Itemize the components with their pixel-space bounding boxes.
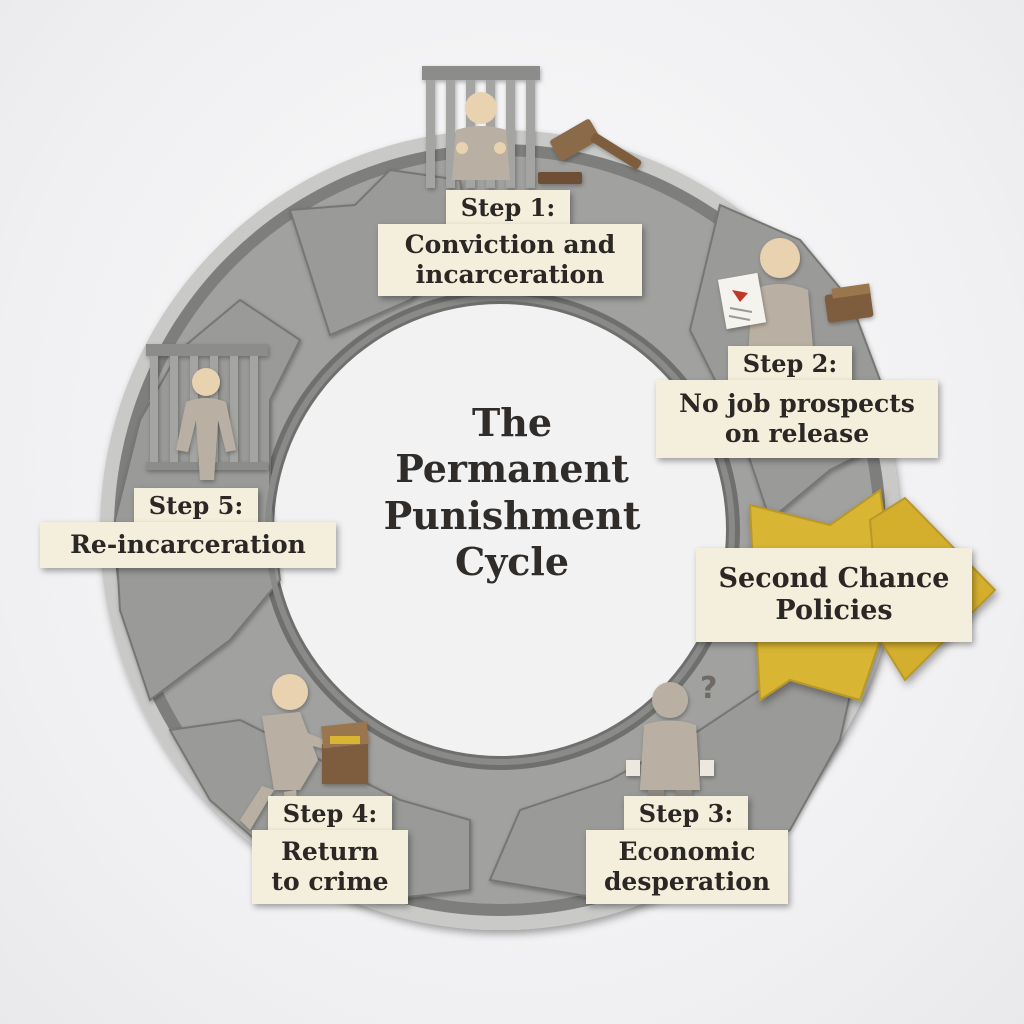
second-chance-line-2: Policies — [775, 595, 893, 626]
step-2-line-2: on release — [724, 419, 870, 448]
title-line-2: Permanent — [395, 446, 629, 492]
step-2-description: No job prospects on release — [656, 380, 938, 458]
second-chance-label: Second Chance Policies — [696, 548, 972, 642]
question-mark-icon: ? — [700, 671, 717, 706]
step-4-line-1: Return — [281, 837, 379, 866]
title-line-1: The — [471, 400, 553, 445]
cash-box-icon — [320, 721, 370, 784]
step-5-title: Step 5: — [134, 488, 258, 524]
title-line-3: Punishment — [383, 492, 641, 538]
prisoner-figure-2 — [176, 368, 236, 480]
gavel-icon — [538, 119, 642, 184]
step-5-description: Re-incarceration — [40, 522, 336, 568]
step-1-description: Conviction and incarceration — [378, 224, 642, 296]
diagram-title: The Permanent Punishment Cycle — [330, 400, 694, 585]
prisoner-figure-1 — [452, 92, 510, 180]
job-seeker-figure — [748, 238, 814, 360]
wallet-icon — [824, 283, 874, 323]
step-4-title: Step 4: — [268, 796, 392, 832]
step-3-line-1: Economic — [618, 837, 756, 866]
step-4-description: Return to crime — [252, 830, 408, 904]
step-4-line-2: to crime — [271, 867, 389, 896]
step-2-line-1: No job prospects — [679, 389, 915, 418]
step-3-description: Economic desperation — [586, 830, 788, 904]
title-line-4: Cycle — [454, 539, 570, 585]
document-icon — [717, 272, 767, 330]
step-2-title: Step 2: — [728, 346, 852, 382]
step-1-line-2: incarceration — [415, 260, 605, 289]
second-chance-line-1: Second Chance — [718, 562, 950, 594]
step-3-title: Step 3: — [624, 796, 748, 832]
step-1-line-1: Conviction and — [404, 230, 616, 259]
step-3-line-2: desperation — [603, 867, 771, 896]
step-1-title: Step 1: — [446, 190, 570, 226]
